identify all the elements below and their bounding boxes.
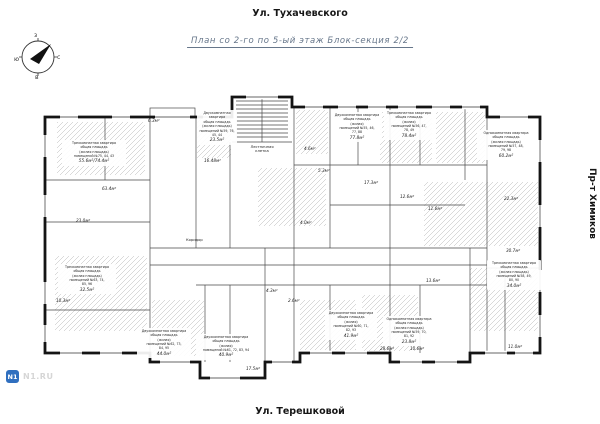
room-area-label: 17.5м² (246, 366, 261, 371)
room-area-label: 63.4м² (102, 186, 117, 191)
apartment-label: Двухкомнатная квартира общая площадь (жи… (332, 112, 382, 143)
watermark-text: N1.RU (23, 372, 54, 381)
apartment-label: Однокомнатная квартира общая площадь (жи… (383, 316, 435, 347)
page-title: План со 2-го по 5-ый этаж Блок-секция 2/… (187, 36, 413, 48)
apartment-type: Двухкомнатная квартира (203, 111, 231, 120)
apartment-label: Однокомнатная квартира общая площадь (жи… (477, 130, 535, 161)
watermark-logo-icon: N1 (6, 370, 19, 383)
staircase (236, 97, 288, 142)
apartment-area: 55.6м²/74.4м² (78, 159, 110, 165)
room-area-label: 6.3м² (148, 118, 160, 123)
hatched-areas (55, 110, 538, 356)
apartment-type: Однокомнатная квартира (483, 131, 529, 135)
room-area-label: 10.6м² (410, 346, 425, 351)
compass-needle-icon (30, 44, 51, 64)
apartment-type: Трехкомнатная квартира (491, 261, 537, 265)
apartment-type: Трехкомнатная квартира (71, 141, 117, 145)
compass-rose: з ю с в (14, 32, 60, 80)
apartment-label: Трехкомнатная квартира общая площадь (жи… (62, 140, 126, 167)
apartment-type: Трехкомнатная квартира (386, 111, 432, 115)
windows (42, 94, 543, 381)
room-area-label: 16.48м² (204, 158, 221, 163)
apartment-area: 60.2м² (498, 153, 514, 159)
room-area-label: 4.3м² (266, 288, 278, 293)
apartment-label: Двухкомнатная квартира общая площадь (жи… (325, 310, 377, 341)
room-area-label: 28.6м² (380, 346, 395, 351)
apartment-label: Двухкомнатная квартира общая площадь (жи… (137, 328, 191, 359)
apartment-area: 40.9м² (218, 353, 234, 359)
street-label-top: Ул. Тухачевского (252, 8, 348, 19)
corridor-label: Коридор (186, 238, 203, 242)
apartment-area: 44.0м² (156, 351, 172, 357)
apartment-label: Трехкомнатная квартира общая площадь (жи… (58, 264, 116, 295)
room-area-label: 11.6м² (428, 206, 443, 211)
apartment-type: Двухкомнатная квартира (328, 311, 374, 315)
compass-center (36, 55, 40, 59)
compass-letter-south: ю (14, 56, 19, 63)
apartment-desc: общая площадь (жилая площадь) помещений … (488, 135, 524, 153)
apartment-area: 32.5м² (79, 287, 95, 293)
apartment-type: Двухкомнатная квартира (203, 335, 249, 339)
apartment-area: 34.0м² (506, 283, 522, 289)
compass-letter-east: в (35, 74, 39, 80)
room-area-label: 13.6м² (426, 278, 441, 283)
room-area-label: 11.0м² (508, 344, 523, 349)
room-area-label: 4.0м² (300, 220, 312, 225)
apartment-area: 78.4м² (401, 133, 417, 139)
apartment-desc: общая площадь (жилая площадь) помещений … (69, 269, 105, 287)
compass-ticks (19, 38, 57, 76)
apartment-desc: общая площадь (жилая) помещений №62, 73,… (146, 333, 182, 351)
apartment-area: 23.8м² (401, 339, 417, 345)
room-area-label: 30.7м² (506, 248, 521, 253)
room-area-label: 4.6м² (304, 146, 316, 151)
apartment-type: Однокомнатная квартира (386, 317, 432, 321)
apartment-label: Двухкомнатная квартира общая площадь (жи… (197, 110, 237, 145)
apartment-area: 23.5м² (209, 138, 225, 144)
street-label-right: Пр-т Химиков (587, 168, 597, 239)
street-label-bottom: Ул. Терешковой (255, 406, 345, 417)
apartment-label: Трехкомнатная квартира общая площадь (жи… (384, 110, 434, 141)
apartment-type: Трехкомнатная квартира (64, 265, 110, 269)
room-area-label: 23.0м² (76, 218, 91, 223)
apartment-desc: общая площадь (жилая площадь) помещений … (391, 321, 427, 339)
compass-letter-north: с (57, 54, 60, 61)
room-area-label: 5.3м² (318, 168, 330, 173)
room-area-label: 12.6м² (400, 194, 415, 199)
apartment-label: Трехкомнатная квартира общая площадь (жи… (487, 260, 541, 291)
apartment-desc: общая площадь (жилая площадь) помещений … (199, 119, 235, 137)
apartment-desc: общая площадь (жилая) помещений №55, 46,… (339, 117, 375, 135)
room-area-label: 22.3м² (504, 196, 519, 201)
room-area-label: 10.3м² (56, 298, 71, 303)
apartment-desc: общая площадь (жилая) помещений №61, 72,… (202, 339, 250, 353)
watermark: N1 N1.RU (6, 370, 53, 383)
apartment-desc: общая площадь (жилая) помещений №60, 71,… (333, 315, 369, 333)
apartment-label: Двухкомнатная квартира общая площадь (жи… (196, 334, 256, 361)
apartment-area: 41.9м² (343, 333, 359, 339)
apartment-type: Двухкомнатная квартира (141, 329, 187, 333)
room-area-label: 17.3м² (364, 180, 379, 185)
apartment-type: Двухкомнатная квартира (334, 113, 380, 117)
compass-letter-west: з (34, 32, 37, 39)
room-area-label: 2.6м² (288, 298, 300, 303)
apartment-desc: общая площадь (жилая площадь) помещений … (496, 265, 532, 283)
apartment-desc: общая площадь (жилая) помещений №56, 47,… (391, 115, 427, 133)
stairwell-label: Лестничная клетка (250, 145, 274, 153)
apartment-area: 77.8м² (349, 135, 365, 141)
apartment-desc: общая площадь (жилая площадь) помещений … (73, 145, 115, 159)
